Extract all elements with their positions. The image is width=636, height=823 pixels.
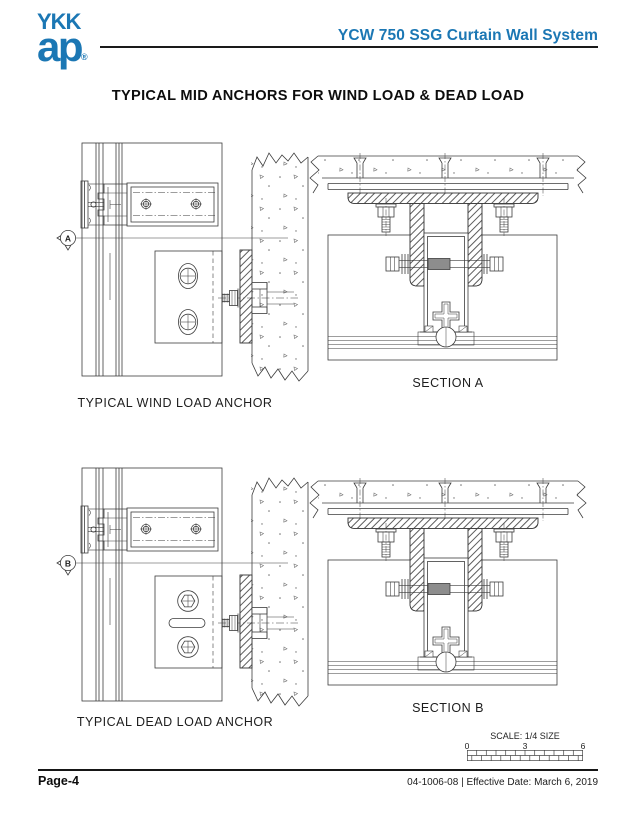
anchor-plate <box>154 250 223 344</box>
scale-tick-3: 3 <box>522 741 528 751</box>
stack-joint-detail <box>417 301 475 348</box>
embed-plate <box>239 249 253 344</box>
section-cut-line-a: A <box>56 230 288 251</box>
scale-ruler <box>467 750 583 761</box>
dead-load-anchor-drawing: B <box>56 467 309 707</box>
section-cut-line-b: B <box>56 555 288 576</box>
embed-plate <box>239 574 253 669</box>
dead-load-slot <box>168 618 206 628</box>
headed-studs <box>353 478 550 521</box>
page-number: Page-4 <box>38 774 79 788</box>
anchor-stud <box>218 613 298 633</box>
logo-ap-text: ap® <box>37 23 88 70</box>
anchor-bracket <box>347 517 539 612</box>
anchor-plate <box>154 575 223 669</box>
through-bolt <box>385 254 504 274</box>
scale-tick-0: 0 <box>464 741 470 751</box>
anchor-bracket <box>347 192 539 287</box>
figure-caption-section-b: SECTION B <box>412 701 484 715</box>
section-marker-letter-a: A <box>65 233 71 243</box>
section-a-drawing <box>309 153 587 361</box>
hanger-bolts <box>375 198 515 236</box>
ykk-ap-logo: YKK ap® <box>37 11 88 68</box>
curtain-wall-plan <box>81 467 223 702</box>
section-marker-letter-b: B <box>65 558 71 568</box>
curtain-wall-plan <box>81 142 223 377</box>
mullion-section <box>423 557 469 658</box>
concrete-wall <box>251 152 309 382</box>
figure-caption-dead-load: TYPICAL DEAD LOAD ANCHOR <box>76 715 274 729</box>
document-info: 04-1006-08 | Effective Date: March 6, 20… <box>407 777 598 788</box>
registered-mark: ® <box>81 52 88 62</box>
scale-label: SCALE: 1/4 SIZE <box>490 731 560 741</box>
section-b-drawing <box>309 478 587 686</box>
concrete-embed-channel <box>251 282 294 314</box>
wind-load-anchor-drawing: A <box>56 142 309 382</box>
mullion-plan-profile <box>80 505 128 554</box>
through-bolt <box>385 579 504 599</box>
figure-caption-section-a: SECTION A <box>412 376 484 390</box>
hanger-bolts <box>375 523 515 561</box>
product-title: YCW 750 SSG Curtain Wall System <box>337 27 598 44</box>
concrete-wall <box>251 477 309 707</box>
anchor-channel <box>126 182 219 227</box>
header-rule <box>100 46 598 48</box>
scale-tick-6: 6 <box>580 741 586 751</box>
logo-ykk-text: YKK <box>37 9 81 34</box>
anchor-channel <box>126 507 219 552</box>
mullion-plan-profile <box>80 180 128 229</box>
stack-joint-detail <box>417 626 475 673</box>
figure-caption-wind-load: TYPICAL WIND LOAD ANCHOR <box>77 396 273 410</box>
anchor-stud <box>218 288 298 308</box>
concrete-embed-channel <box>251 607 294 639</box>
headed-studs <box>353 153 550 196</box>
page-title: TYPICAL MID ANCHORS FOR WIND LOAD & DEAD… <box>111 88 525 104</box>
mullion-section <box>423 232 469 333</box>
footer-rule <box>38 769 598 771</box>
